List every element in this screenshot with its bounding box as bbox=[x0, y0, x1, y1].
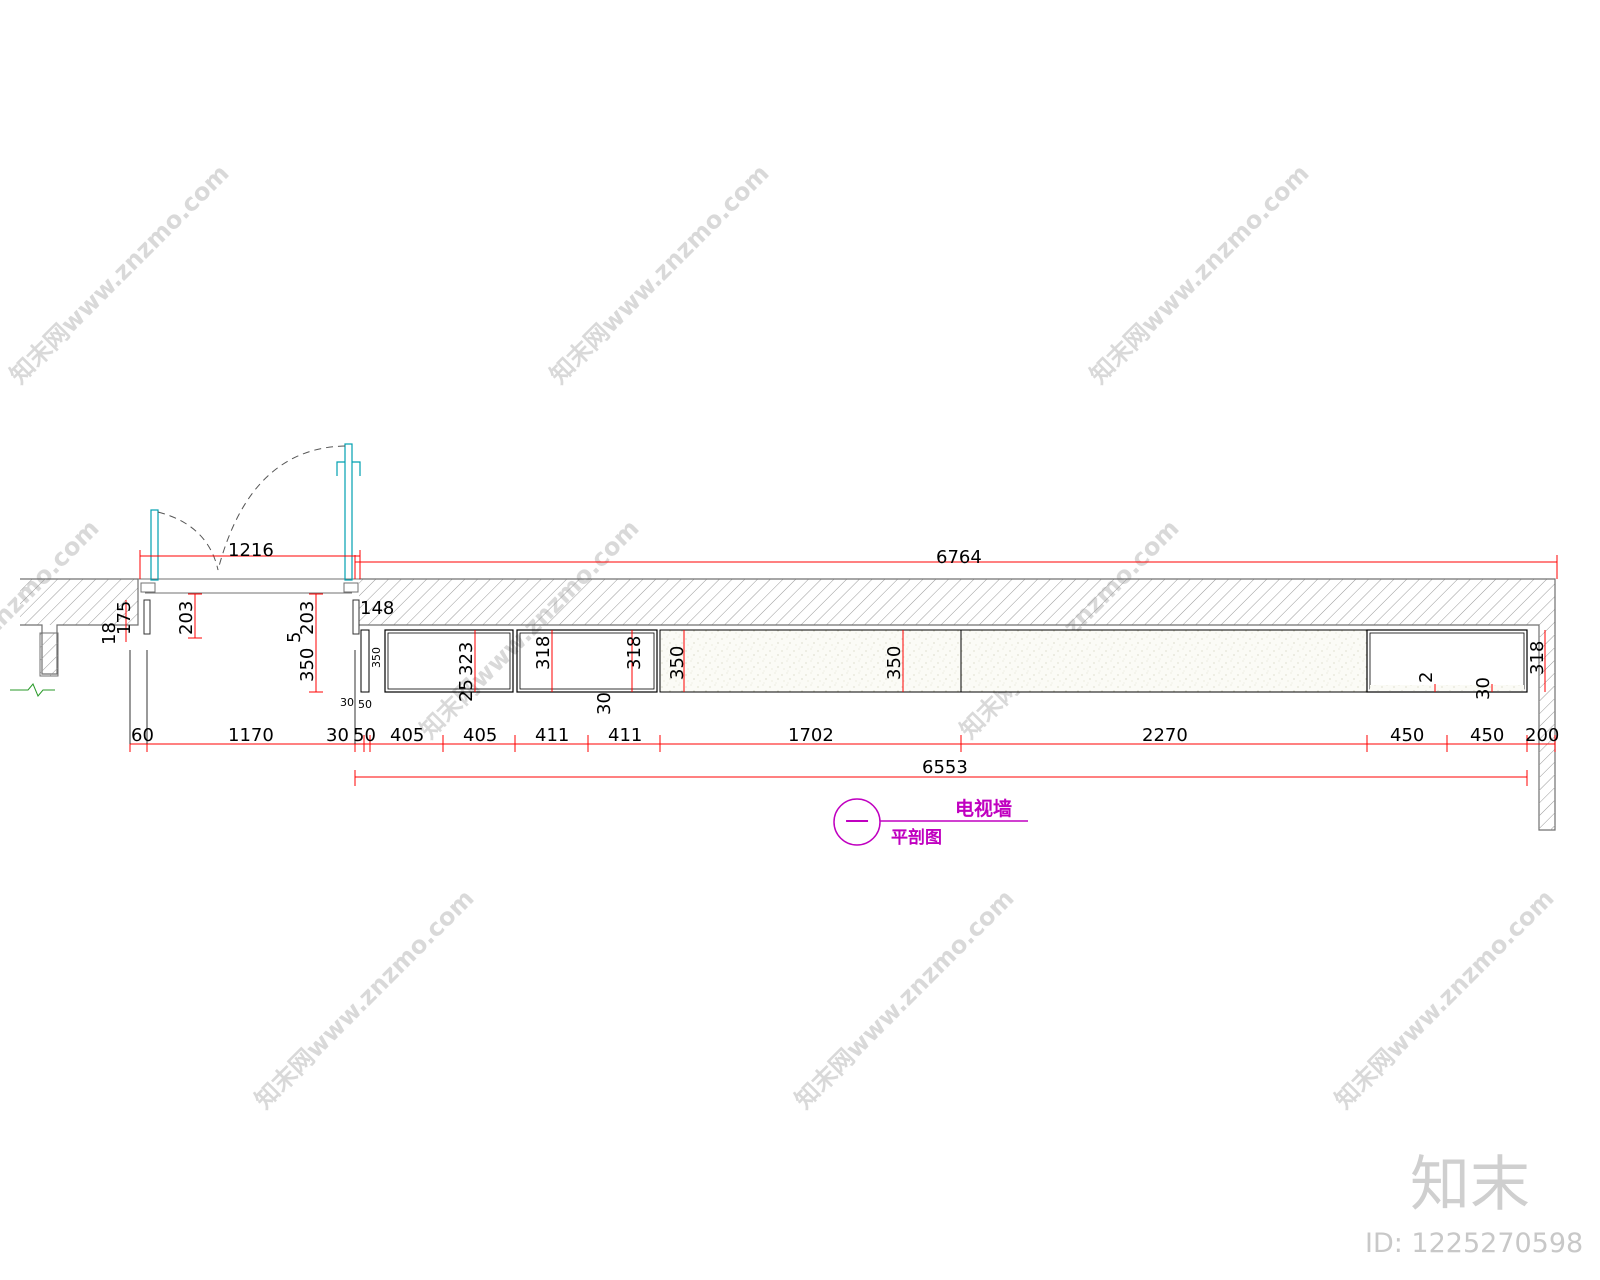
dim-bottom-450a: 450 bbox=[1390, 725, 1424, 746]
dim-350-cab: 350 bbox=[370, 647, 383, 668]
watermark-text: 知末网www.znzmo.com bbox=[954, 514, 1184, 744]
door-swing-arc-left bbox=[157, 511, 219, 571]
cabinet-unit-3-base bbox=[1370, 685, 1524, 691]
left-wall-stub bbox=[39, 632, 59, 677]
dim-18: 18 bbox=[99, 622, 120, 645]
dim-bottom-2270: 2270 bbox=[1142, 725, 1188, 746]
watermark-text: 知末网www.znzmo.com bbox=[4, 159, 234, 389]
dim-bottom-411b: 411 bbox=[608, 725, 642, 746]
dim-door-width: 1216 bbox=[228, 540, 274, 561]
left-wall-hatch bbox=[20, 579, 138, 625]
dim-203-left: 203 bbox=[176, 601, 197, 635]
watermark-text: 知末网www.znzmo.com bbox=[1329, 884, 1559, 1114]
door-leaf-left bbox=[150, 509, 159, 581]
dim-bottom-405a: 405 bbox=[390, 725, 424, 746]
main-wall-hatch bbox=[359, 579, 1555, 625]
watermark-text: 知末网www.znzmo.com bbox=[0, 514, 105, 744]
dim-2: 2 bbox=[1416, 672, 1437, 683]
door-leaf-right bbox=[344, 443, 353, 581]
dim-50-small: 50 bbox=[358, 698, 372, 711]
drawing-title: 电视墙 bbox=[955, 797, 1012, 820]
watermark-text: 知末网www.znzmo.com bbox=[789, 884, 1019, 1114]
dim-bottom-1170: 1170 bbox=[228, 725, 274, 746]
cabinet-unit-2-inner bbox=[519, 632, 655, 690]
dim-bottom-30: 30 bbox=[326, 725, 349, 746]
watermark-text: 知末网www.znzmo.com bbox=[544, 159, 774, 389]
dim-bottom-50: 50 bbox=[353, 725, 376, 746]
dimension-lines bbox=[125, 550, 1558, 786]
dim-bottom-200: 200 bbox=[1525, 725, 1559, 746]
door-swing-arc-right bbox=[217, 445, 346, 571]
dim-148: 148 bbox=[360, 598, 394, 619]
dim-350-left: 350 bbox=[297, 648, 318, 682]
index-mark: 一 bbox=[845, 808, 869, 836]
cabinet-frame-left bbox=[360, 629, 370, 693]
cabinet-unit-1-inner bbox=[387, 632, 511, 690]
dim-25: 25 bbox=[456, 679, 477, 702]
dim-323: 323 bbox=[456, 642, 477, 676]
dim-30-a: 30 bbox=[594, 692, 615, 715]
dim-350-c: 350 bbox=[884, 646, 905, 680]
dim-bottom-60: 60 bbox=[131, 725, 154, 746]
dimension-text-layer: 6764 1216 60 1170 30 50 405 405 411 411 … bbox=[99, 540, 1559, 778]
branding: 知末 ID: 1225270598 bbox=[1365, 1150, 1583, 1259]
dim-bottom-405b: 405 bbox=[463, 725, 497, 746]
dim-5: 5 bbox=[284, 632, 305, 643]
dim-bottom-411a: 411 bbox=[535, 725, 569, 746]
dim-overall-bottom: 6553 bbox=[922, 757, 968, 778]
dim-318-b: 318 bbox=[624, 636, 645, 670]
watermark-text: 知末网www.znzmo.com bbox=[249, 884, 479, 1114]
dim-30-b: 30 bbox=[1473, 677, 1494, 700]
dim-bottom-1702: 1702 bbox=[788, 725, 834, 746]
cabinet-unit-3-inner bbox=[1369, 632, 1525, 690]
left-return-panel bbox=[143, 599, 151, 635]
image-id: ID: 1225270598 bbox=[1365, 1228, 1583, 1259]
door bbox=[143, 443, 361, 635]
cabinet-unit-2 bbox=[516, 629, 658, 693]
cabinet-unit-3 bbox=[1366, 629, 1528, 693]
dim-overall-top: 6764 bbox=[936, 547, 982, 568]
right-wall-hatch bbox=[1539, 625, 1555, 830]
dim-30-small: 30 bbox=[340, 696, 354, 709]
dim-203-right: 203 bbox=[297, 601, 318, 635]
dim-318-a: 318 bbox=[533, 636, 554, 670]
dim-318-c: 318 bbox=[1527, 641, 1548, 675]
watermark-text: 知末网www.znzmo.com bbox=[1084, 159, 1314, 389]
brand-logo: 知末 bbox=[1410, 1150, 1530, 1220]
right-return-panel bbox=[352, 599, 360, 635]
dim-350-b: 350 bbox=[667, 646, 688, 680]
dim-bottom-450b: 450 bbox=[1470, 725, 1504, 746]
drawing-title-mark: 一 电视墙 平剖图 bbox=[833, 797, 1028, 848]
break-mark bbox=[10, 683, 55, 697]
stone-panel-2 bbox=[960, 629, 1368, 693]
wall-structure bbox=[10, 578, 1556, 831]
stone-panel-1 bbox=[659, 629, 962, 693]
tv-wall-cabinets bbox=[360, 629, 1528, 693]
cabinet-unit-1 bbox=[384, 629, 514, 693]
door-handle-right bbox=[336, 461, 345, 476]
door-handle-right-2 bbox=[352, 461, 361, 476]
drawing-subtitle: 平剖图 bbox=[891, 827, 942, 848]
door-jamb-right bbox=[343, 582, 359, 593]
dim-175: 175 bbox=[114, 601, 135, 635]
index-circle bbox=[833, 798, 881, 846]
door-jamb-left bbox=[140, 582, 156, 593]
